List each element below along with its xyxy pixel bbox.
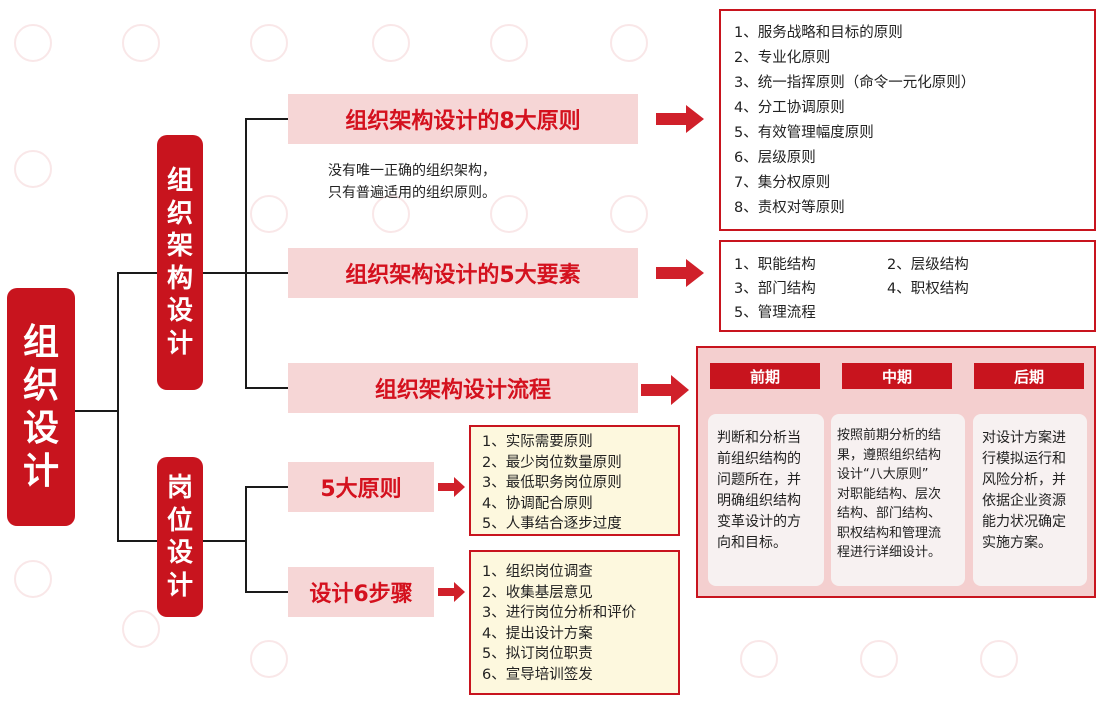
phase-text-line: 按照前期分析的结 [837,428,942,443]
phase-text-line: 向和目标。 [717,535,787,551]
phase-late-header: 后期 [974,363,1084,389]
phase-text-line: 职权结构和管理流 [837,525,942,541]
list-item: 4、提出设计方案 [482,625,593,642]
phase-text-line: 对职能结构、层次 [837,486,942,502]
branch-org-structure: 组织架构设计 [157,135,203,390]
note-line: 只有普遍适用的组织原则。 [328,185,496,201]
list-item: 4、职权结构 [887,281,969,297]
root-label: 组织设计 [22,321,59,493]
list-item: 1、实际需要原则 [482,434,593,450]
phase-text-line: 变革设计的方 [717,514,801,530]
phase-text-line: 明确组织结构 [717,493,801,509]
elements-list-box: 1、职能结构 2、层级结构 3、部门结构 4、职权结构 5、管理流程 [719,240,1096,332]
arrow-right-icon [438,582,465,602]
root-node: 组织设计 [7,288,75,526]
topic-6-steps: 设计6步骤 [288,567,434,617]
arrow-right-icon [438,477,465,497]
arrow-right-icon [641,375,689,405]
phase-text-line: 对设计方案进 [982,430,1066,446]
phase-text-line: 问题所在，并 [717,472,801,488]
branch-position-design-label: 岗位设计 [166,473,193,601]
list-item: 1、组织岗位调查 [482,564,593,580]
list-item: 2、最少岗位数量原则 [482,454,622,471]
list-item: 2、层级结构 [887,257,969,273]
principles-list-box: 1、服务战略和目标的原则 2、专业化原则 3、统一指挥原则（命令一元化原则） 4… [719,9,1096,231]
list-item: 3、进行岗位分析和评价 [482,605,637,621]
phase-early-header: 前期 [710,363,820,389]
phase-late-card: 对设计方案进 行模拟运行和 风险分析，并 依据企业资源 能力状况确定 实施方案。 [973,414,1087,586]
list-item: 7、集分权原则 [734,175,831,191]
list-item: 5、人事结合逐步过度 [482,516,622,532]
branch-position-design: 岗位设计 [157,457,203,617]
phase-text-line: 实施方案。 [982,535,1052,551]
list-item: 4、协调配合原则 [482,495,593,512]
process-panel: 前期 中期 后期 判断和分析当 前组织结构的 问题所在，并 明确组织结构 变革设… [696,346,1096,598]
position-principles-box: 1、实际需要原则 2、最少岗位数量原则 3、最低职务岗位原则 4、协调配合原则 … [469,425,680,536]
arrow-right-icon [656,105,704,133]
phase-early-card: 判断和分析当 前组织结构的 问题所在，并 明确组织结构 变革设计的方 向和目标。 [708,414,824,586]
phase-text-line: 程进行详细设计。 [837,545,942,560]
phase-middle-header: 中期 [842,363,952,389]
phase-text-line: 行模拟运行和 [982,451,1066,467]
topic-5-elements: 组织架构设计的5大要素 [288,248,638,298]
branch-org-structure-label: 组织架构设计 [166,166,193,359]
list-item: 3、部门结构 [734,281,816,297]
list-item: 6、宣导培训签发 [482,666,593,683]
list-item: 6、层级原则 [734,150,816,166]
phase-text-line: 设计“八大原则” [837,467,929,482]
topic-position-5-principles: 5大原则 [288,462,434,512]
list-item: 8、责权对等原则 [734,200,845,216]
phase-text-line: 果，遵照组织结构 [837,447,942,463]
design-steps-box: 1、组织岗位调查 2、收集基层意见 3、进行岗位分析和评价 4、提出设计方案 5… [469,550,680,695]
list-item: 1、服务战略和目标的原则 [734,25,903,41]
topic-design-process: 组织架构设计流程 [288,363,638,413]
phase-text-line: 结构、部门结构、 [837,506,942,521]
list-item: 3、统一指挥原则（命令一元化原则） [734,75,976,91]
arrow-right-icon [656,259,704,287]
principles-note: 没有唯一正确的组织架构， 只有普遍适用的组织原则。 [328,160,496,204]
list-item: 1、职能结构 [734,257,816,273]
list-item: 5、管理流程 [734,305,816,321]
list-item: 2、专业化原则 [734,50,831,66]
phase-text-line: 前组织结构的 [717,451,801,467]
list-item: 3、最低职务岗位原则 [482,475,622,491]
phase-text-line: 能力状况确定 [982,514,1066,530]
phase-text-line: 依据企业资源 [982,493,1066,509]
list-item: 4、分工协调原则 [734,100,845,116]
note-line: 没有唯一正确的组织架构， [328,163,496,179]
phase-middle-card: 按照前期分析的结 果，遵照组织结构 设计“八大原则” 对职能结构、层次 结构、部… [831,414,965,586]
phase-text-line: 风险分析，并 [982,472,1066,488]
phase-text-line: 判断和分析当 [717,430,801,446]
list-item: 5、有效管理幅度原则 [734,125,874,141]
list-item: 5、拟订岗位职责 [482,646,593,662]
list-item: 2、收集基层意见 [482,584,593,601]
topic-8-principles: 组织架构设计的8大原则 [288,94,638,144]
